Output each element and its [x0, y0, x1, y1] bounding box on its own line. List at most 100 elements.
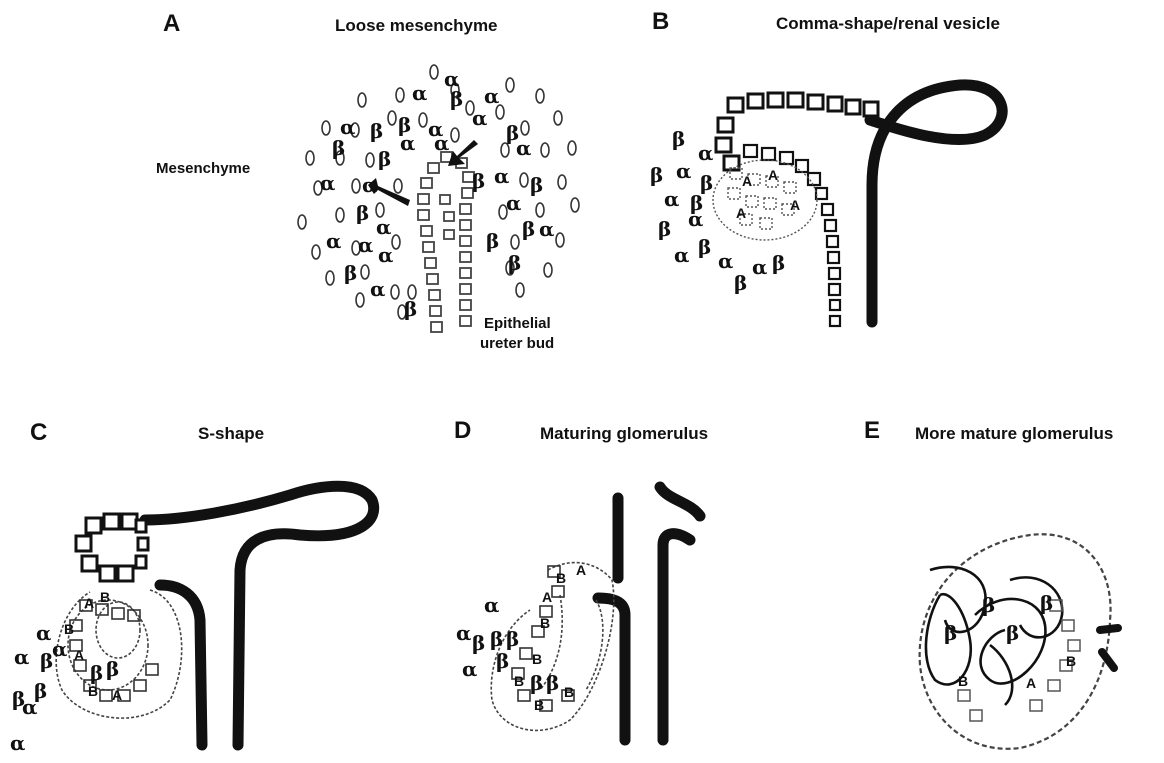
b-marker: B — [100, 589, 110, 605]
beta-label: β — [486, 229, 499, 253]
alpha-label: α — [326, 229, 341, 253]
beta-label: β — [90, 661, 103, 685]
alpha-label: α — [52, 637, 67, 661]
alpha-label: α — [358, 233, 373, 257]
s-shape-upper-cells — [76, 514, 148, 581]
beta-label: β — [506, 627, 519, 651]
beta-label: β — [658, 217, 671, 241]
a-marker: A — [1026, 675, 1036, 691]
b-marker: B — [1066, 653, 1076, 669]
vesicle-a-labels: A A A A — [736, 167, 800, 221]
beta-label: β — [450, 87, 463, 111]
s-shape-tubule — [145, 486, 374, 745]
alpha-label: α — [688, 207, 703, 231]
arrow-right-icon — [448, 140, 478, 166]
alpha-label: α — [10, 731, 25, 755]
alpha-label: α — [516, 136, 531, 160]
beta-label: β — [472, 169, 485, 193]
panel-a-drawing: α α β α α β β α α β β β α α α α α β α β … — [298, 65, 579, 332]
beta-label: β — [734, 271, 747, 295]
b-marker: B — [540, 615, 550, 631]
beta-label: β — [672, 127, 685, 151]
alpha-label: α — [506, 191, 521, 215]
b-marker: B — [88, 683, 98, 699]
alpha-label: α — [676, 159, 691, 183]
b-marker: B — [564, 684, 574, 700]
alpha-label: α — [362, 173, 377, 197]
b-marker: B — [532, 651, 542, 667]
comma-lower-cells — [744, 145, 840, 326]
alpha-label: α — [484, 84, 499, 108]
b-marker: B — [534, 697, 544, 713]
beta-label: β — [650, 163, 663, 187]
panel-d-integrin-labels: α α β β β α β β β — [456, 593, 559, 695]
beta-label: β — [530, 173, 543, 197]
alpha-label: α — [472, 106, 487, 130]
beta-label: β — [1006, 621, 1019, 645]
beta-label: β — [490, 627, 503, 651]
beta-label: β — [332, 136, 345, 160]
alpha-label: α — [400, 131, 415, 155]
vesicle-cluster — [713, 160, 817, 240]
a-marker: A — [74, 647, 84, 663]
a-marker: A — [112, 687, 122, 703]
beta-label: β — [522, 217, 535, 241]
a-marker: A — [84, 595, 94, 611]
beta-label: β — [772, 251, 785, 275]
panel-c-integrin-labels: α α α β β β α β β α — [10, 621, 119, 755]
alpha-label: α — [36, 621, 51, 645]
tubule-thick — [870, 85, 1002, 322]
beta-label: β — [496, 649, 509, 673]
alpha-label: α — [434, 131, 449, 155]
beta-label: β — [472, 631, 485, 655]
beta-label: β — [698, 235, 711, 259]
alpha-label: α — [539, 217, 554, 241]
alpha-label: α — [484, 593, 499, 617]
beta-label: β — [546, 671, 559, 695]
a-marker: A — [790, 197, 800, 213]
alpha-label: α — [320, 171, 335, 195]
a-marker: A — [736, 205, 746, 221]
a-marker: A — [768, 167, 778, 183]
alpha-label: α — [412, 81, 427, 105]
beta-label: β — [944, 621, 957, 645]
a-marker: A — [542, 589, 552, 605]
alpha-label: α — [664, 187, 679, 211]
beta-label: β — [1040, 591, 1053, 615]
beta-label: β — [106, 657, 119, 681]
b-marker: B — [556, 570, 566, 586]
ureter-bud-cells — [418, 152, 474, 332]
b-marker: B — [514, 673, 524, 689]
alpha-label: α — [752, 255, 767, 279]
s-shape-markers: A B B A B A — [64, 589, 122, 703]
a-marker: A — [742, 173, 752, 189]
alpha-label: α — [378, 243, 393, 267]
alpha-label: α — [376, 215, 391, 239]
alpha-label: α — [22, 695, 37, 719]
beta-label: β — [530, 671, 543, 695]
beta-label: β — [356, 201, 369, 225]
panel-b-drawing: A A A A β α β α β α β β α α β α α β β — [650, 85, 1002, 326]
tubule-right — [660, 487, 700, 740]
b-marker: B — [958, 673, 968, 689]
alpha-label: α — [674, 243, 689, 267]
alpha-label: α — [462, 657, 477, 681]
panel-e-drawing: β β β β B B A — [920, 534, 1118, 749]
alpha-label: α — [698, 141, 713, 165]
panel-c-drawing: A B B A B A α α α β β β α β β α — [10, 486, 374, 755]
beta-label: β — [344, 261, 357, 285]
beta-label: β — [508, 251, 521, 275]
beta-label: β — [982, 593, 995, 617]
a-marker: A — [576, 562, 586, 578]
alpha-label: α — [718, 249, 733, 273]
b-marker: B — [64, 621, 74, 637]
comma-upper-cells — [716, 93, 878, 170]
alpha-label: α — [456, 621, 471, 645]
beta-label: β — [404, 297, 417, 321]
beta-label: β — [378, 147, 391, 171]
beta-label: β — [370, 119, 383, 143]
panel-d-drawing: B A A B B B B B α α β β β α β β β — [456, 487, 700, 740]
alpha-label: α — [494, 164, 509, 188]
alpha-label: α — [14, 645, 29, 669]
